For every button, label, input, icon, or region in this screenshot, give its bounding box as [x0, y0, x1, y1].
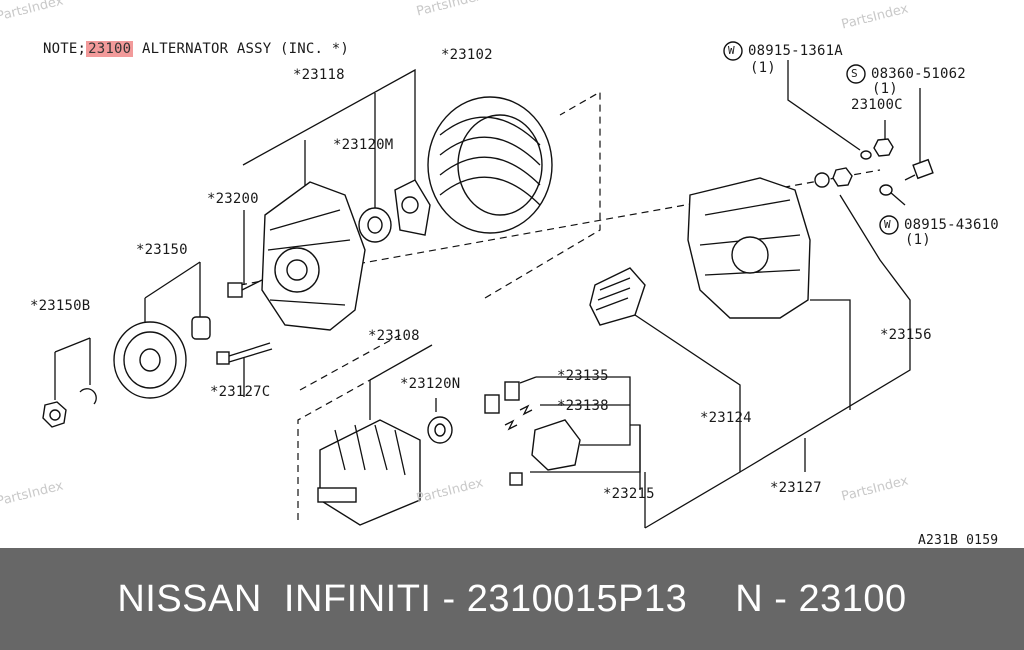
- reference-number: N - 23100: [735, 577, 907, 620]
- callout-23150b: *23150B: [30, 298, 91, 314]
- callout-23138: *23138: [557, 398, 609, 414]
- pulley-part: [113, 316, 211, 399]
- brush-part: [484, 381, 533, 431]
- exploded-view-drawing: [42, 41, 934, 529]
- washer-symbol-w2: W: [884, 218, 891, 231]
- parts-diagram: PartsIndex PartsIndex PartsIndex PartsIn…: [0, 0, 999, 548]
- brand-part-number: NISSAN INFINITI - 2310015P13: [117, 577, 688, 620]
- bolt-23200-part: [227, 279, 263, 298]
- callout-23100c: 23100C: [851, 97, 903, 113]
- callout-23124: *23124: [700, 410, 752, 426]
- callout-08915-43610: 08915-43610: [904, 217, 999, 233]
- washer-symbol-w: W: [728, 44, 735, 57]
- bearing-m-part: [358, 207, 392, 243]
- callout-23156: *23156: [880, 327, 932, 343]
- through-bolt-part: [216, 342, 273, 365]
- callout-23127: *23127: [770, 480, 822, 496]
- qty-08915-43610: (1): [905, 232, 931, 248]
- callout-23120m: *23120M: [333, 137, 394, 153]
- callout-23118: *23118: [293, 67, 345, 83]
- brush-holder-part: [509, 419, 581, 486]
- callout-08915-1361a: 08915-1361A: [748, 43, 843, 59]
- callout-23150: *23150: [136, 242, 188, 258]
- qty-08360-51062: (1): [872, 81, 898, 97]
- callout-23135: *23135: [557, 368, 609, 384]
- callout-23127c: *23127C: [210, 384, 271, 400]
- note-line: NOTE;23100 ALTERNATOR ASSY (INC. *): [43, 41, 349, 57]
- note-code-highlight[interactable]: 23100: [86, 41, 134, 57]
- callout-23200: *23200: [207, 191, 259, 207]
- stator-part: [427, 96, 553, 234]
- diagram-id: A231B 0159: [918, 533, 999, 548]
- part-number-banner: NISSAN INFINITI - 2310015P13 N - 23100: [0, 548, 1024, 650]
- nut-washer-part: [42, 388, 97, 428]
- note-suffix: ALTERNATOR ASSY (INC. *): [141, 41, 350, 57]
- qty-08915-1361a: (1): [750, 60, 776, 76]
- front-housing-part: [261, 181, 366, 331]
- callout-08360-51062: 08360-51062: [871, 66, 966, 82]
- regulator-part: [589, 267, 646, 326]
- rear-housing-part: [687, 177, 811, 319]
- rotor-part: [317, 419, 421, 526]
- retainer-plate-part: [394, 179, 431, 236]
- screw-symbol-s: S: [851, 67, 858, 80]
- callout-23102: *23102: [441, 47, 493, 63]
- callout-23215: *23215: [603, 486, 655, 502]
- callout-23108: *23108: [368, 328, 420, 344]
- bearing-n-part: [427, 416, 453, 444]
- small-hardware-part: [814, 138, 934, 196]
- note-prefix: NOTE;: [43, 41, 87, 57]
- callout-23120n: *23120N: [400, 376, 461, 392]
